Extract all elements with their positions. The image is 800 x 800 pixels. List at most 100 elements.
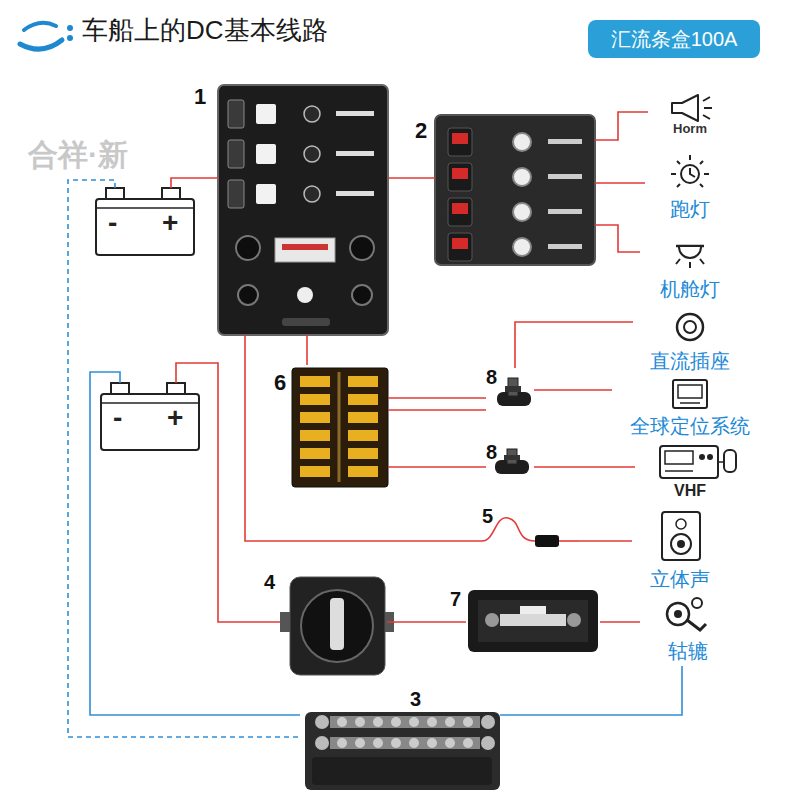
fuse-block-picture-shape [348, 412, 378, 423]
fuse-holder-picture-shape [500, 614, 566, 626]
fuse-block-picture-shape [348, 376, 378, 387]
busbar-picture-shape [409, 717, 419, 727]
battery-switch-picture-shape [330, 598, 344, 650]
node-label: 跑灯 [670, 198, 710, 220]
busbar-picture-shape [337, 738, 347, 748]
logo-shape [20, 40, 62, 49]
busbar-picture-shape [463, 738, 473, 748]
switch-panel-picture-shape [448, 198, 472, 226]
switch-panel-picture-shape [452, 168, 468, 179]
bus-stud-bottom-picture-shape [495, 460, 529, 474]
switch-panel-picture [435, 115, 595, 265]
distribution-panel-picture [218, 85, 388, 335]
distribution-panel-picture-shape [352, 285, 372, 305]
switch-panel-picture-shape [548, 209, 582, 214]
wire [534, 389, 612, 391]
vhf-radio-icon-shape [665, 451, 693, 464]
running-light-icon-shape [671, 155, 709, 187]
distribution-panel-picture-shape [228, 140, 244, 168]
battery-b-symbol-shape [111, 383, 129, 394]
distribution-panel-picture-shape [282, 244, 328, 250]
node-label: 直流插座 [650, 350, 730, 372]
load-horn: Horm [648, 90, 732, 142]
distribution-panel-picture-shape [228, 100, 244, 128]
wire [515, 322, 633, 368]
busbar-picture-shape [330, 737, 480, 749]
wire [176, 363, 280, 622]
fuse-block-picture-shape [348, 394, 378, 405]
load-vhf: VHF [635, 440, 745, 506]
distribution-panel-picture-shape [336, 191, 374, 196]
callout-number: 7 [450, 588, 461, 610]
dc-socket-icon-shape [684, 321, 696, 333]
vhf-radio-icon-shape [724, 450, 736, 472]
winch-icon-shape [687, 620, 706, 630]
speaker-icon [662, 512, 700, 560]
gps-icon-shape [680, 402, 700, 404]
gps-icon-shape [678, 385, 702, 398]
fuse-block-picture-shape [300, 466, 330, 477]
node-label: 全球定位系统 [630, 415, 750, 437]
fuse-block-picture-shape [300, 376, 330, 387]
battery-switch-picture-shape [301, 590, 373, 662]
switch-panel-picture-shape [513, 168, 531, 186]
cabin-light-icon-shape [679, 247, 701, 258]
busbar-picture-shape [330, 716, 480, 728]
busbar-picture-shape [312, 757, 492, 785]
winch-icon [667, 598, 706, 630]
vhf-radio-icon-shape [718, 461, 724, 463]
wire [90, 372, 300, 715]
wire [388, 177, 435, 179]
fuse-holder-picture-shape [485, 613, 499, 627]
wire [68, 180, 300, 737]
wire [595, 112, 648, 140]
inline-fuse-picture-shape [535, 535, 559, 547]
wire [595, 182, 645, 184]
busbar-picture-shape [445, 738, 455, 748]
wire [388, 409, 486, 411]
distribution-panel: 1 [218, 85, 388, 335]
callout-number: 6 [274, 371, 286, 395]
node-label: 汇流条盒100A [611, 28, 738, 50]
busbar-picture-shape [427, 717, 437, 727]
cabin-light-icon-shape [676, 259, 704, 268]
bus-stud-bottom-picture [495, 449, 529, 474]
switch-panel-picture-shape [513, 238, 531, 256]
distribution-panel-picture-shape [218, 85, 388, 335]
busbar-picture-shape [463, 717, 473, 727]
bus-stud: 8 [486, 368, 534, 414]
distribution-panel-picture-shape [350, 236, 374, 260]
winch-icon-shape [674, 610, 682, 618]
load-stereo: 立体声 [632, 508, 728, 592]
rating-box: 汇流条盒100A [588, 20, 760, 58]
wire [387, 621, 466, 623]
distribution-panel-picture-shape [275, 238, 335, 262]
logo [20, 23, 73, 49]
switch-panel-picture-shape [513, 133, 531, 151]
battery-a-symbol-shape [162, 188, 180, 199]
horn-icon-shape [703, 97, 712, 119]
distribution-panel-picture-shape [256, 144, 276, 164]
inline-fuse-picture [482, 518, 578, 547]
horn-icon-shape [672, 95, 698, 121]
wire [500, 666, 682, 715]
switch-panel-picture-shape [548, 139, 582, 144]
busbar-picture-shape [373, 738, 383, 748]
busbar-picture-shape [481, 736, 495, 750]
battery: -+ [92, 188, 198, 256]
fuse-block-picture [292, 368, 388, 487]
diagram-title: 车船上的DC基本线路 [82, 16, 328, 45]
speaker-icon-shape [662, 512, 700, 560]
node-label: VHF [674, 482, 706, 500]
switch-panel-picture-shape [448, 128, 472, 156]
running-light-icon [671, 155, 709, 187]
wire [600, 621, 640, 623]
wire [578, 540, 632, 542]
busbar-picture-shape [337, 717, 347, 727]
switch-panel-picture-shape [548, 244, 582, 249]
switch-panel: 2 [435, 115, 595, 265]
distribution-panel-picture-shape [256, 104, 276, 124]
distribution-panel-picture-shape [336, 151, 374, 156]
